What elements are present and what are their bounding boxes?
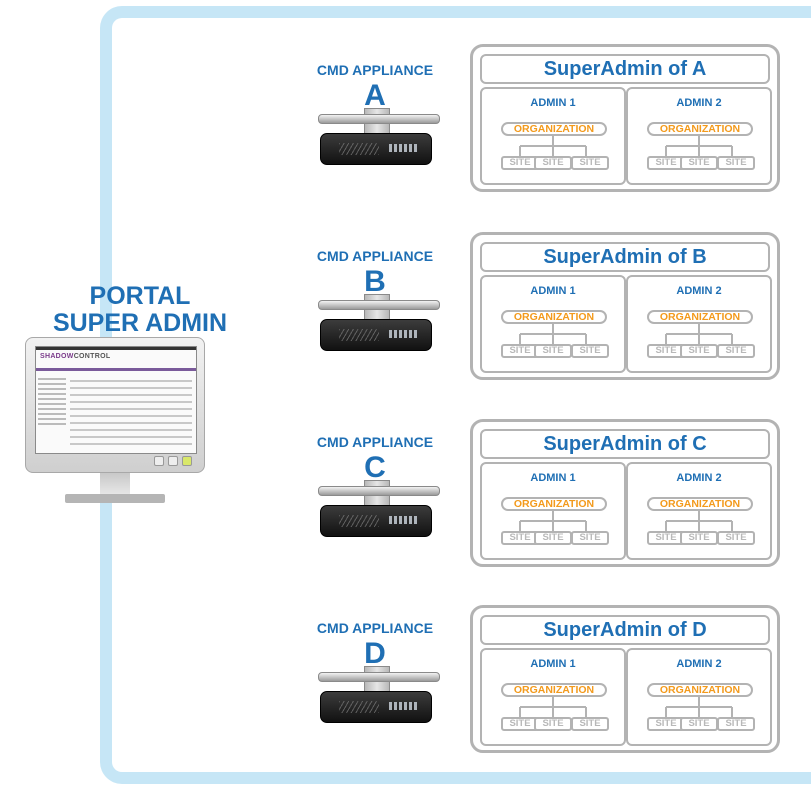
- organization-badge: ORGANIZATION: [647, 683, 753, 697]
- site-badge: SITE: [680, 344, 718, 358]
- site-badge: SITE: [501, 717, 539, 731]
- admin-title: ADMIN 1: [530, 658, 576, 670]
- portal-monitor: SHADOWCONTROL: [25, 337, 205, 507]
- site-badge: SITE: [534, 344, 572, 358]
- screen-topbar: [36, 347, 196, 350]
- admin-title: ADMIN 2: [676, 285, 722, 297]
- org-tree-connector-icon: [665, 136, 733, 156]
- org-tree-connector-icon: [665, 697, 733, 717]
- monitor-bezel: SHADOWCONTROL: [25, 337, 205, 473]
- organization-badge: ORGANIZATION: [647, 497, 753, 511]
- admin-title: ADMIN 2: [676, 472, 722, 484]
- portal-title: PORTAL SUPER ADMIN: [35, 283, 245, 337]
- screen-sidebar: [38, 375, 66, 428]
- monitor-button-icon: [168, 456, 178, 466]
- site-badge: SITE: [534, 156, 572, 170]
- site-badge: SITE: [571, 531, 609, 545]
- site-badge: SITE: [680, 531, 718, 545]
- rack-rail-icon: [318, 672, 440, 682]
- monitor-power-icon: [182, 456, 192, 466]
- org-tree-connector-icon: [519, 136, 587, 156]
- site-badge: SITE: [717, 717, 755, 731]
- site-badge: SITE: [571, 156, 609, 170]
- screen-purple-bar: [36, 368, 196, 371]
- site-badge: SITE: [501, 156, 539, 170]
- superadmin-title: SuperAdmin of D: [480, 615, 770, 645]
- appliance-letter: A: [364, 79, 386, 112]
- appliance-label: CMD APPLIANCE: [316, 62, 434, 78]
- site-badge: SITE: [680, 717, 718, 731]
- admin-title: ADMIN 1: [530, 472, 576, 484]
- site-badge: SITE: [571, 344, 609, 358]
- monitor-screen: SHADOWCONTROL: [35, 346, 197, 454]
- superadmin-title: SuperAdmin of C: [480, 429, 770, 459]
- rack-rail-icon: [318, 486, 440, 496]
- admin-title: ADMIN 1: [530, 285, 576, 297]
- org-tree-connector-icon: [519, 697, 587, 717]
- site-badge: SITE: [680, 156, 718, 170]
- portal-title-line2: SUPER ADMIN: [52, 309, 228, 337]
- org-tree-connector-icon: [519, 511, 587, 531]
- rack-rail-icon: [318, 300, 440, 310]
- superadmin-title: SuperAdmin of B: [480, 242, 770, 272]
- monitor-button-icon: [154, 456, 164, 466]
- organization-badge: ORGANIZATION: [501, 683, 607, 697]
- monitor-stand-neck: [100, 473, 130, 495]
- site-badge: SITE: [717, 531, 755, 545]
- org-tree-connector-icon: [665, 324, 733, 344]
- site-badge: SITE: [501, 531, 539, 545]
- organization-badge: ORGANIZATION: [501, 497, 607, 511]
- appliance-letter: B: [364, 265, 386, 298]
- organization-badge: ORGANIZATION: [501, 310, 607, 324]
- site-badge: SITE: [534, 717, 572, 731]
- cmd-appliance-device-icon: [320, 505, 432, 537]
- site-badge: SITE: [534, 531, 572, 545]
- admin-title: ADMIN 2: [676, 97, 722, 109]
- appliance-letter: C: [364, 451, 386, 484]
- rack-rail-icon: [318, 114, 440, 124]
- admin-title: ADMIN 2: [676, 658, 722, 670]
- organization-badge: ORGANIZATION: [647, 122, 753, 136]
- screen-logo-part-a: SHADOW: [40, 353, 74, 360]
- monitor-stand-base: [65, 494, 165, 503]
- appliance-label: CMD APPLIANCE: [316, 434, 434, 450]
- screen-logo: SHADOWCONTROL: [36, 350, 196, 363]
- cmd-appliance-device-icon: [320, 133, 432, 165]
- organization-badge: ORGANIZATION: [501, 122, 607, 136]
- portal-title-line1: PORTAL: [89, 282, 191, 310]
- site-badge: SITE: [571, 717, 609, 731]
- site-badge: SITE: [717, 344, 755, 358]
- screen-logo-part-b: CONTROL: [73, 353, 111, 360]
- appliance-label: CMD APPLIANCE: [316, 248, 434, 264]
- cmd-appliance-device-icon: [320, 691, 432, 723]
- site-badge: SITE: [717, 156, 755, 170]
- appliance-letter: D: [364, 637, 386, 670]
- org-tree-connector-icon: [519, 324, 587, 344]
- appliance-label: CMD APPLIANCE: [316, 620, 434, 636]
- superadmin-title: SuperAdmin of A: [480, 54, 770, 84]
- cmd-appliance-device-icon: [320, 319, 432, 351]
- org-tree-connector-icon: [665, 511, 733, 531]
- admin-title: ADMIN 1: [530, 97, 576, 109]
- organization-badge: ORGANIZATION: [647, 310, 753, 324]
- screen-table-rows: [70, 375, 192, 450]
